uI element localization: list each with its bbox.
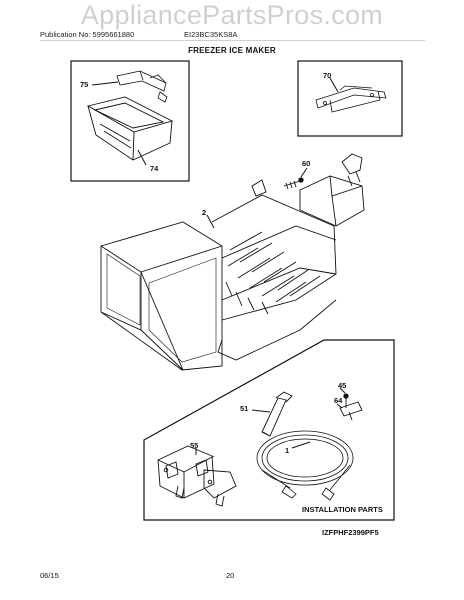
fill-tube-part-51 — [261, 391, 293, 437]
footer-date: 06/15 — [40, 571, 59, 580]
diagram-code: IZFPHF2399PF5 — [322, 528, 379, 537]
ice-maker-part-2 — [100, 153, 365, 371]
screw-part-45 — [343, 393, 349, 408]
page-title: FREEZER ICE MAKER — [188, 46, 276, 55]
screw-part-60 — [283, 177, 304, 190]
callout-60: 60 — [302, 159, 311, 168]
mounting-bracket-part-70 — [315, 85, 387, 113]
callout-64: 64 — [334, 396, 343, 405]
bracket-panel — [297, 60, 403, 137]
callout-51: 51 — [240, 404, 249, 413]
callout-75: 75 — [80, 80, 89, 89]
callout-1: 1 — [285, 446, 290, 455]
bin-cover-part-75 — [116, 70, 168, 103]
water-line-part-1 — [256, 430, 354, 501]
callout-70: 70 — [323, 71, 332, 80]
callout-55: 55 — [190, 441, 199, 450]
watermark: AppliancePartsPros.com — [80, 0, 384, 30]
installation-panel — [143, 339, 395, 521]
water-valve-part-55 — [157, 445, 237, 507]
clamp-part-64 — [339, 401, 363, 421]
bin-panel — [70, 60, 190, 182]
model-number: EI23BC35KS8A — [184, 30, 238, 39]
header-rule — [40, 40, 425, 41]
footer-page-number: 20 — [226, 571, 235, 580]
ice-bin-part-74 — [86, 96, 174, 161]
callout-2: 2 — [202, 208, 207, 217]
callout-45: 45 — [338, 381, 347, 390]
callout-74: 74 — [150, 164, 159, 173]
installation-parts-label: INSTALLATION PARTS — [302, 505, 383, 514]
publication-number: Publication No: 5995661880 — [40, 30, 135, 39]
